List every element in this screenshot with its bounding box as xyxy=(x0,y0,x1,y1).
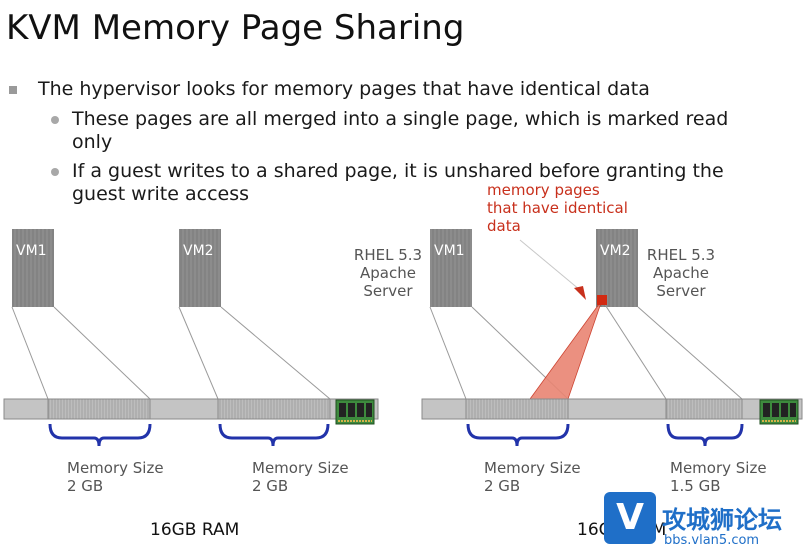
server2-app-label: Apache xyxy=(653,264,709,282)
server1-role-label: Server xyxy=(363,282,413,300)
vm1-label: VM1 xyxy=(434,243,465,259)
vm2-box xyxy=(179,229,221,307)
bullet-sub-2: If a guest writes to a shared page, it i… xyxy=(72,160,724,205)
vm2-memory-size-value: 2 GB xyxy=(252,477,289,495)
server1-app-label: Apache xyxy=(360,264,416,282)
vm2-label: VM2 xyxy=(600,243,631,259)
shared-page-marker xyxy=(597,295,607,305)
ram-chip-icon xyxy=(335,399,375,425)
vm1-memory-brace xyxy=(466,423,570,447)
vm1-memory-region xyxy=(465,398,569,420)
vm2-memory-brace xyxy=(218,423,330,447)
vm1-memory-size-label: Memory Size xyxy=(484,459,581,477)
annotation-line-1: memory pages xyxy=(487,181,600,199)
vm1-memory-brace xyxy=(48,423,152,447)
slide-title: KVM Memory Page Sharing xyxy=(6,8,465,48)
vm2-memory-size-value: 1.5 GB xyxy=(670,477,721,495)
annotation-arrow-icon xyxy=(574,286,586,300)
bullet-square-icon xyxy=(9,86,17,94)
bullet-dot-icon xyxy=(51,168,59,176)
vm1-label: VM1 xyxy=(16,243,47,259)
vm2-memory-size-label: Memory Size xyxy=(252,459,349,477)
server1-os-label: RHEL 5.3 xyxy=(353,246,423,264)
annotation-line-3: data xyxy=(487,217,521,235)
annotation-line-2: that have identical xyxy=(487,199,628,217)
vm1-box xyxy=(430,229,472,307)
vm2-memory-region xyxy=(217,398,331,420)
watermark-logo-icon: V xyxy=(604,492,656,544)
mapping-lines xyxy=(429,299,743,400)
vm1-memory-region xyxy=(47,398,151,420)
ram-chip-icon xyxy=(759,399,799,425)
watermark-text: 攻城狮论坛 xyxy=(662,506,782,534)
vm1-memory-size-value: 2 GB xyxy=(484,477,521,495)
vm2-memory-size-label: Memory Size xyxy=(670,459,767,477)
shared-page-highlight xyxy=(529,299,603,400)
vm1-box xyxy=(12,229,54,307)
ram-total-label: 16GB RAM xyxy=(150,520,240,540)
annotation-pointer-line xyxy=(519,239,581,291)
vm2-memory-region xyxy=(665,398,743,420)
bullet-main: The hypervisor looks for memory pages th… xyxy=(38,78,650,100)
bullet-sub-1: These pages are all merged into a single… xyxy=(72,108,729,153)
left-diagram xyxy=(3,229,379,447)
bullet-dot-icon xyxy=(51,116,59,124)
vm1-memory-size-value: 2 GB xyxy=(67,477,104,495)
mapping-lines xyxy=(11,306,331,400)
vm2-box xyxy=(596,229,638,307)
server2-role-label: Server xyxy=(656,282,706,300)
right-diagram xyxy=(421,229,803,447)
watermark-url: bbs.vlan5.com xyxy=(664,533,760,548)
server2-os-label: RHEL 5.3 xyxy=(646,246,716,264)
vm1-memory-size-label: Memory Size xyxy=(67,459,164,477)
vm2-memory-brace xyxy=(666,423,744,447)
vm2-label: VM2 xyxy=(183,243,214,259)
